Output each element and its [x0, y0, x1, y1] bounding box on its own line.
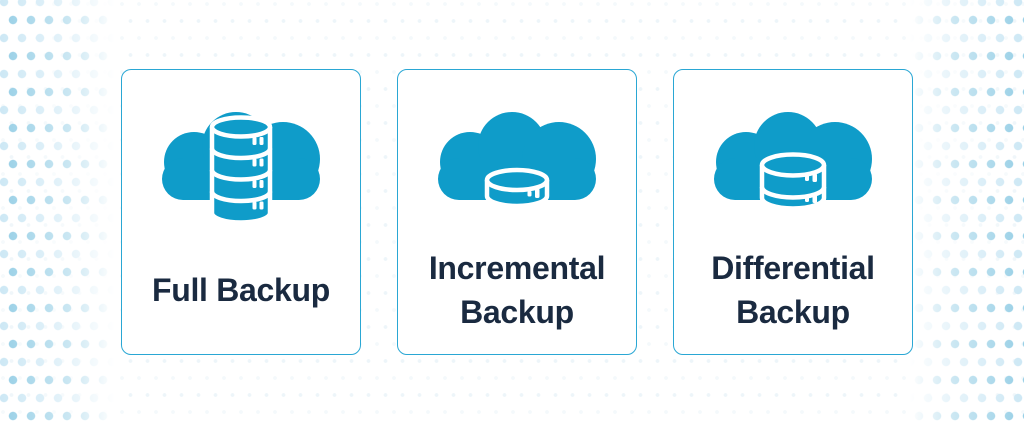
card-differential-backup: Differential Backup [673, 69, 913, 355]
cloud-database-two-layer-icon [708, 110, 878, 225]
card-title-area: Full Backup [140, 225, 342, 354]
card-title: Full Backup [151, 271, 331, 308]
card-title: Incremental Backup [428, 249, 606, 330]
cloud-disk-single-layer-icon [432, 110, 602, 225]
card-title-area: Differential Backup [674, 225, 912, 354]
cloud-database-four-layer-icon [156, 110, 326, 225]
card-full-backup: Full Backup [121, 69, 361, 355]
card-incremental-backup: Incremental Backup [397, 69, 637, 355]
halftone-pattern-left [0, 0, 118, 422]
halftone-pattern-right [906, 0, 1024, 422]
cards-row: Full Backup [121, 69, 913, 355]
card-title-area: Incremental Backup [398, 225, 636, 354]
card-title: Differential Backup [711, 249, 875, 330]
